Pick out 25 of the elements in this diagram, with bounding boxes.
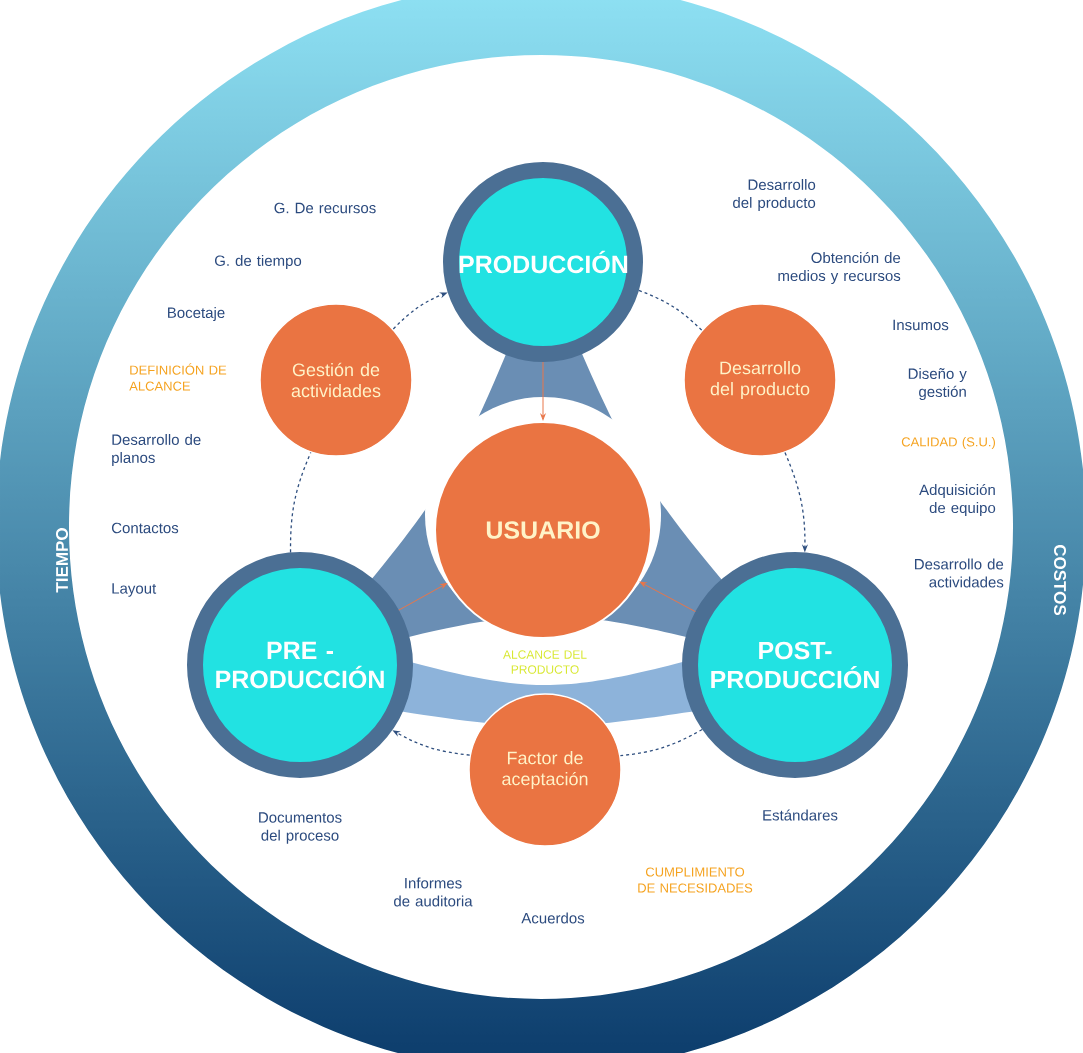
side-label: CUMPLIMIENTO DE NECESIDADES	[638, 867, 753, 893]
side-label: Desarrollo de actividades	[915, 558, 1004, 588]
side-label: Acuerdos	[521, 912, 585, 924]
side-label: Desarrollo de planos	[112, 434, 201, 466]
side-label: Bocetaje	[168, 307, 225, 321]
side-label: Desarrollo del producto	[733, 179, 816, 211]
side-label: CALIDAD (S.U.)	[901, 436, 995, 450]
side-label: Contactos	[111, 522, 179, 534]
side-label: Informes de auditoria	[394, 877, 473, 907]
arrow	[398, 583, 447, 611]
side-label: Diseño y gestión	[908, 368, 967, 400]
side-label: DEFINICIÓN DE ALCANCE	[129, 363, 227, 391]
arrow	[639, 581, 696, 613]
side-label: Estándares	[763, 809, 838, 821]
side-label: Adquisición de equipo	[919, 483, 996, 517]
side-label: Insumos	[893, 319, 949, 331]
arrow	[540, 361, 546, 421]
product-scope-label: ALCANCE DEL PRODUCTO	[503, 650, 587, 674]
side-label: G. de tiempo	[215, 255, 302, 269]
side-label: G. De recursos	[274, 202, 376, 214]
ring-label: TIEMPO	[56, 528, 69, 593]
side-label: Documentos del proceso	[259, 812, 342, 844]
side-label: Layout	[112, 583, 157, 597]
side-label: Obtención de medios y recursos	[778, 251, 901, 285]
ring-label: COSTOS	[1054, 544, 1067, 616]
